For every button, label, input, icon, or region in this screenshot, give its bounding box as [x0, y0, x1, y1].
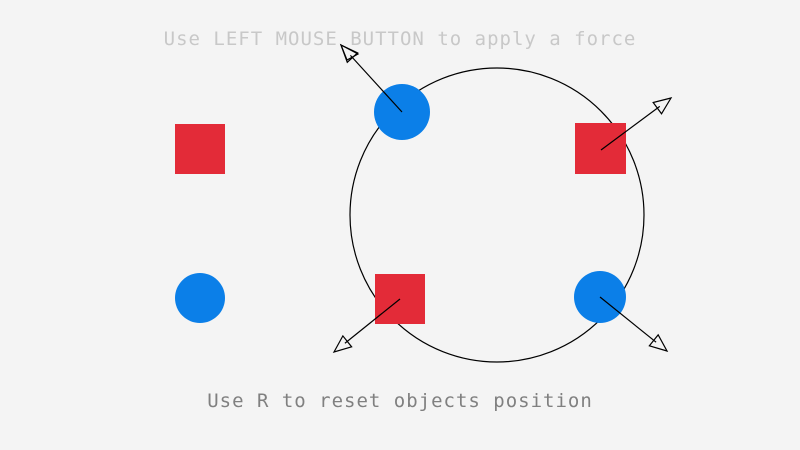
- arrow-shaft: [599, 296, 657, 343]
- force-arrow-group: [332, 43, 673, 353]
- mouse-cursor-icon: [339, 43, 360, 61]
- force-arrow-circle-bottom-right: [599, 296, 669, 352]
- arrow-head: [648, 333, 669, 352]
- force-arrow-circle-top: [339, 43, 403, 113]
- hint-left-mouse-button: Use LEFT MOUSE BUTTON to apply a force: [163, 28, 637, 50]
- red-square-left[interactable]: [175, 124, 225, 174]
- blue-circle-bottom-left[interactable]: [175, 273, 225, 323]
- arrow-shaft: [600, 105, 661, 151]
- arrow-shaft: [344, 298, 401, 344]
- arrow-head: [332, 334, 353, 353]
- arrow-head: [652, 97, 673, 115]
- body-group: [175, 84, 626, 324]
- hint-reset-key: Use R to reset objects position: [207, 390, 593, 412]
- force-arrow-square-right: [600, 97, 673, 151]
- circle-outline: [349, 67, 645, 363]
- arrow-shaft: [349, 54, 403, 113]
- red-square-right[interactable]: [575, 123, 626, 174]
- force-arrow-square-middle: [332, 298, 401, 353]
